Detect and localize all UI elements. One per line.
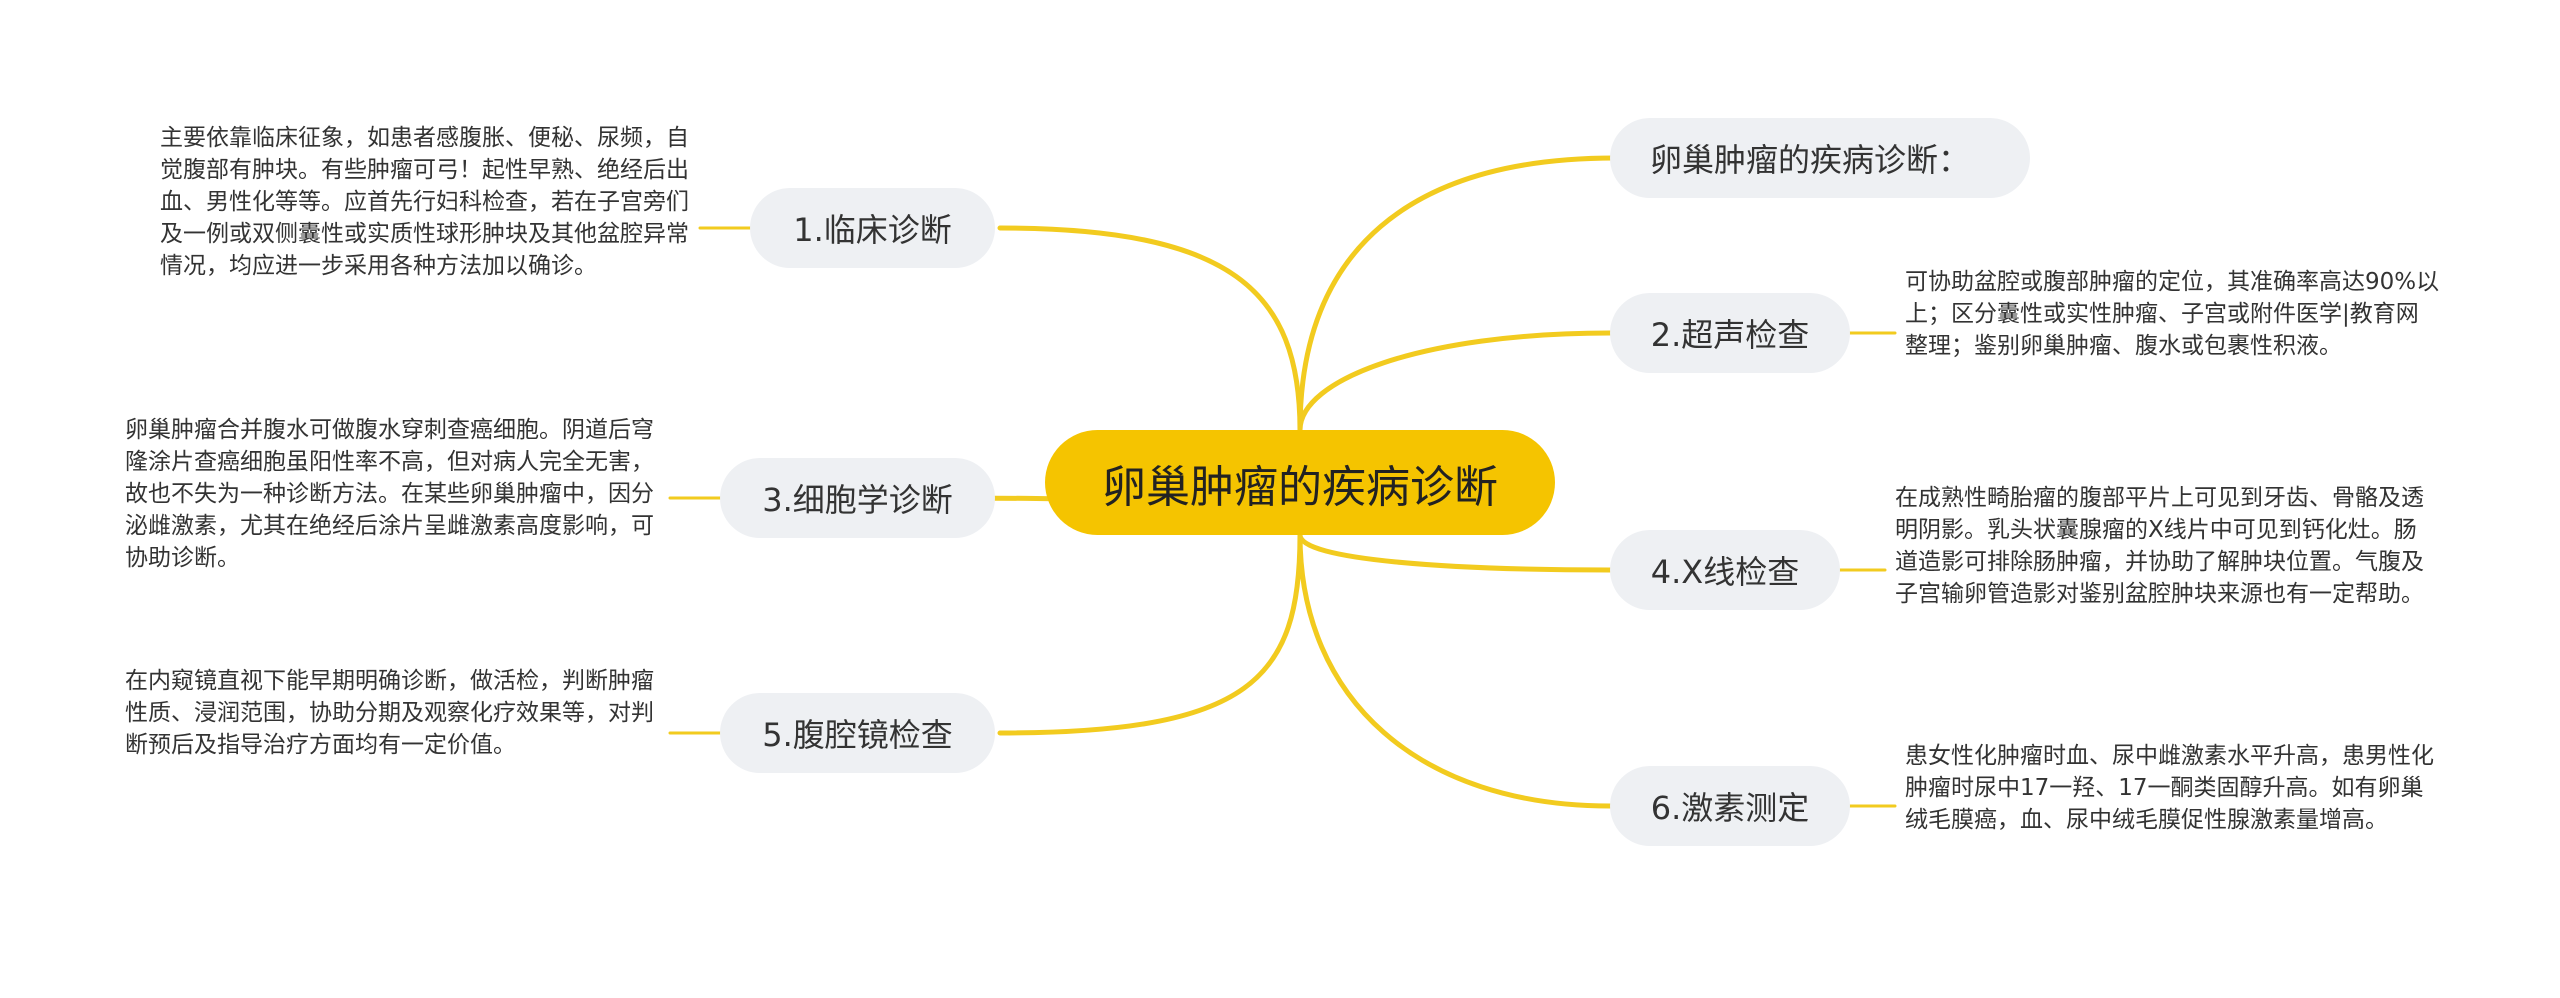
link-overview (1297, 155, 1618, 433)
note-clinical: 主要依靠临床征象，如患者感腹胀、便秘、尿频，自觉腹部有肿块。有些肿瘤可弓！起性早… (160, 125, 689, 279)
link-laparoscopy (997, 532, 1303, 736)
note-laparoscopy: 在内窥镜直视下能早期明确诊断，做活检，判断肿瘤性质、浸润范围，协助分期及观察化疗… (125, 668, 654, 758)
link-xray (1297, 532, 1613, 573)
root-node[interactable]: 卵巢肿瘤的疾病诊断 (1045, 430, 1555, 535)
link-ultrasound (1297, 330, 1613, 433)
note-ultrasound: 可协助盆腔或腹部肿瘤的定位，其准确率高达90%以上；区分囊性或实性肿瘤、子宫或附… (1905, 269, 2440, 359)
node-hormone[interactable]: 6.激素测定 (1610, 766, 1850, 846)
node-xray[interactable]: 4.X线检查 (1610, 530, 1840, 610)
note-hormone: 患女性化肿瘤时血、尿中雌激素水平升高，患男性化肿瘤时尿中17一羟、17一酮类固醇… (1905, 743, 2434, 833)
link-hormone (1297, 532, 1613, 809)
note-cytology: 卵巢肿瘤合并腹水可做腹水穿刺查癌细胞。阴道后穹隆涂片查癌细胞虽阳性率不高，但对病… (125, 417, 654, 571)
link-clinical (997, 225, 1303, 433)
node-clinical[interactable]: 1.临床诊断 (750, 188, 995, 268)
node-cytology[interactable]: 3.细胞学诊断 (720, 458, 995, 538)
node-ultrasound[interactable]: 2.超声检查 (1610, 293, 1850, 373)
node-laparoscopy[interactable]: 5.腹腔镜检查 (720, 693, 995, 773)
node-overview[interactable]: 卵巢肿瘤的疾病诊断： (1610, 118, 2030, 198)
note-xray: 在成熟性畸胎瘤的腹部平片上可见到牙齿、骨骼及透明阴影。乳头状囊腺瘤的X线片中可见… (1895, 485, 2424, 607)
